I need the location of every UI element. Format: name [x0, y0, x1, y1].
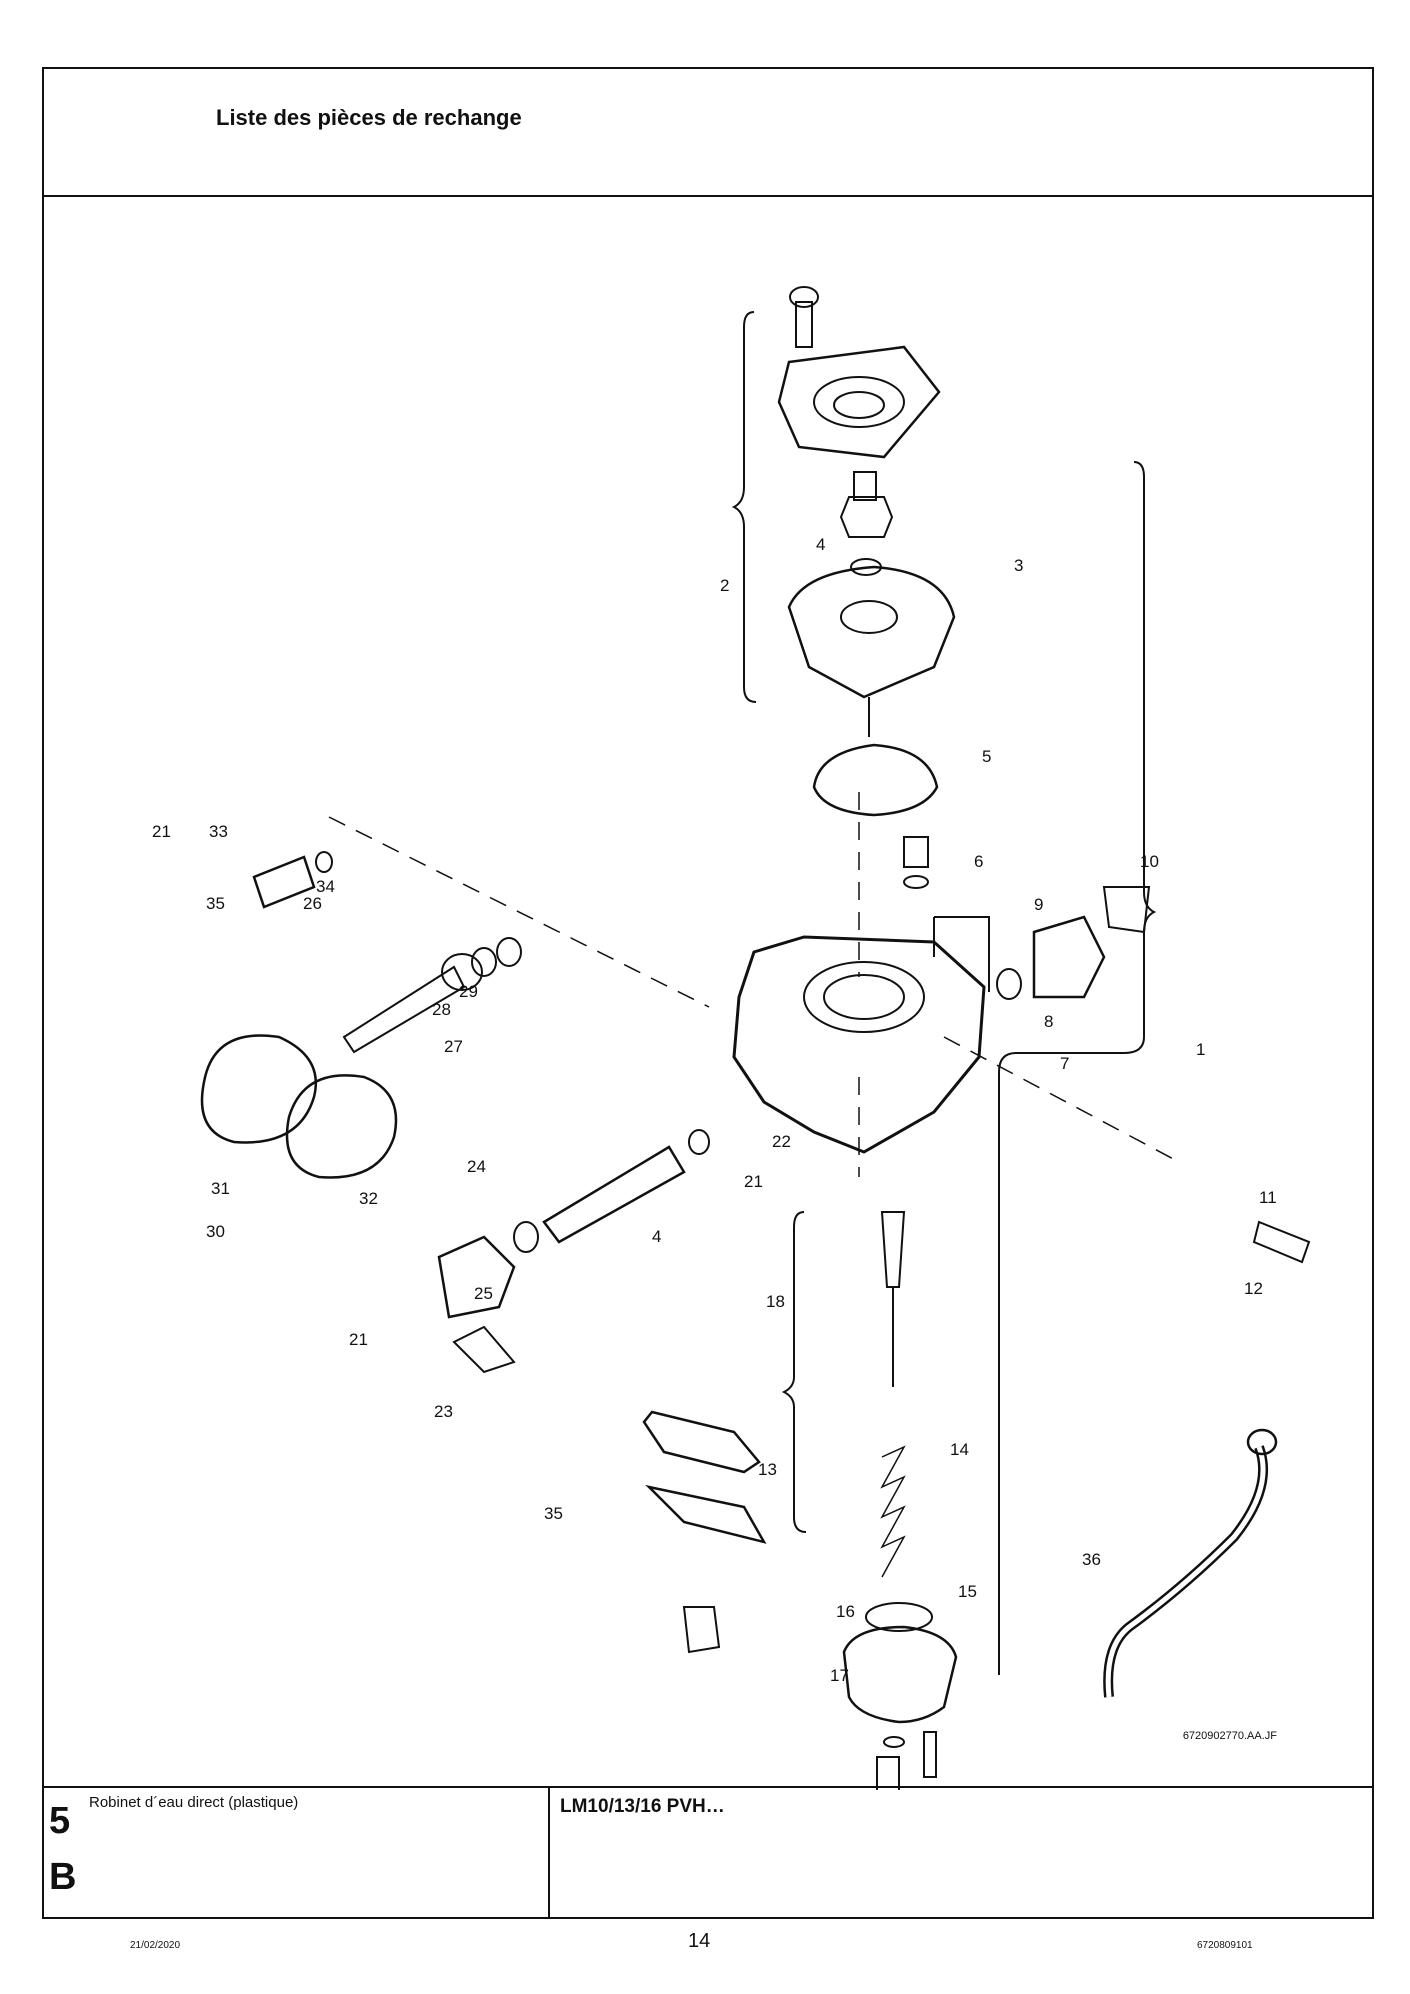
callout-label: 4: [816, 535, 825, 554]
part-main-body: [732, 935, 986, 1154]
bracket-group-1: [998, 461, 1157, 1675]
part-spindle-nut: [839, 496, 894, 538]
part-o-ring-14: [865, 1602, 933, 1632]
part-fitting-7: [1032, 915, 1106, 999]
part-screw-15: [923, 1731, 937, 1778]
header: Liste des pièces de rechange: [44, 69, 1372, 197]
callout-labels: 1 2 3 4 5 6 7 8 9 10 11 12 13 14 15 16 1…: [152, 535, 1277, 1685]
part-shaft-24: [542, 1145, 686, 1244]
callout-label: 24: [467, 1157, 486, 1176]
callout-label: 3: [1014, 556, 1023, 575]
callout-label: 18: [766, 1292, 785, 1311]
callout-label: 32: [359, 1189, 378, 1208]
page-frame: Liste des pièces de rechange: [42, 67, 1374, 1919]
bracket-group-13: [781, 1211, 807, 1533]
callout-label: 5: [982, 747, 991, 766]
callout-label: 35: [544, 1504, 563, 1523]
document-number: 6720809101: [1197, 1940, 1253, 1951]
callout-label: 30: [206, 1222, 225, 1241]
part-hose-36: [1103, 1445, 1269, 1698]
part-filter-33: [252, 855, 316, 909]
part-bottom-cover: [842, 1625, 958, 1724]
part-kit-35-gasket: [642, 1410, 761, 1474]
callout-label: 14: [950, 1440, 969, 1459]
bracket-group-2: [731, 311, 757, 703]
part-o-ring-29: [496, 937, 522, 967]
figure-reference: 6720902770.AA.JF: [1182, 1730, 1277, 1742]
callout-label: 4: [652, 1227, 661, 1246]
callout-label: 21: [349, 1330, 368, 1349]
part-clip-23: [452, 1325, 516, 1374]
callout-label: 13: [758, 1460, 777, 1479]
part-drain-valve-12: [1252, 1220, 1311, 1264]
part-o-ring-8: [996, 968, 1022, 1000]
footer: Robinet d´eau direct (plastique) 5 B LM1…: [44, 1786, 1372, 1917]
callout-label: 29: [459, 982, 478, 1001]
callout-label: 2: [720, 576, 729, 595]
part-cap-32: [285, 1074, 398, 1179]
exploded-view-svg: 1 2 3 4 5 6 7 8 9 10 11 12 13 14 15 16 1…: [152, 286, 1311, 1790]
callout-label: 31: [211, 1179, 230, 1198]
callout-label: 36: [1082, 1550, 1101, 1569]
part-diaphragm-housing: [787, 565, 956, 699]
page-date: 21/02/2020: [130, 1940, 181, 1951]
part-o-ring-34: [315, 851, 333, 873]
callout-label: 6: [974, 852, 983, 871]
page-title: Liste des pièces de rechange: [216, 105, 522, 130]
part-staple-9: [933, 916, 990, 992]
callout-label: 34: [316, 877, 335, 896]
callout-label: 22: [772, 1132, 791, 1151]
page-number: 14: [688, 1930, 711, 1952]
callout-label: 26: [303, 894, 322, 913]
part-cap-6: [903, 836, 929, 868]
part-spindle-26: [342, 965, 466, 1054]
callout-label: 28: [432, 1000, 451, 1019]
callout-label: 11: [1259, 1188, 1277, 1207]
callout-label: 33: [209, 822, 228, 841]
axis-line-right: [943, 1036, 1180, 1163]
callout-label: 27: [444, 1037, 463, 1056]
callout-label: 10: [1140, 852, 1159, 871]
part-piston-13: [880, 1211, 906, 1288]
part-top-cover-inner: [833, 391, 885, 419]
part-top-cover: [777, 345, 941, 459]
callout-label: 8: [1044, 1012, 1053, 1031]
part-cap-31: [200, 1034, 318, 1144]
part-o-ring-4-mid: [688, 1129, 710, 1155]
part-valve-17: [876, 1756, 900, 1790]
part-diaphragm: [812, 743, 939, 817]
callout-label: 1: [1196, 1040, 1205, 1059]
footer-section: B: [49, 1856, 77, 1898]
part-spring-13: [880, 1445, 906, 1578]
callout-label: 7: [1060, 1054, 1069, 1073]
callout-label: 21: [744, 1172, 763, 1191]
callout-label: 21: [152, 822, 171, 841]
footer-left-cell: Robinet d´eau direct (plastique) 5 B: [44, 1788, 550, 1917]
callout-label: 23: [434, 1402, 453, 1421]
callout-label: 16: [836, 1602, 855, 1621]
exploded-view-drawing: 1 2 3 4 5 6 7 8 9 10 11 12 13 14 15 16 1…: [44, 197, 1372, 1790]
footer-description: Robinet d´eau direct (plastique): [89, 1794, 299, 1811]
axis-line-left-upper: [328, 816, 710, 1008]
part-top-screw: [795, 301, 813, 348]
part-o-ring-28: [471, 947, 497, 977]
part-top-cover-hole: [813, 376, 905, 428]
part-kit-35-tap: [682, 1606, 721, 1654]
callout-label: 15: [958, 1582, 977, 1601]
part-strainer-10: [1102, 886, 1151, 934]
part-o-ring-16: [883, 1736, 905, 1748]
footer-model: LM10/13/16 PVH…: [560, 1796, 725, 1817]
callout-label: 12: [1244, 1279, 1263, 1298]
callout-label: 35: [206, 894, 225, 913]
part-kit-35-handle: [645, 1484, 767, 1544]
part-o-ring-25: [513, 1221, 539, 1253]
callout-label: 9: [1034, 895, 1043, 914]
callout-label: 25: [474, 1284, 493, 1303]
callout-label: 17: [830, 1666, 849, 1685]
part-fitting-25: [437, 1235, 516, 1319]
footer-chapter: 5: [49, 1800, 71, 1842]
